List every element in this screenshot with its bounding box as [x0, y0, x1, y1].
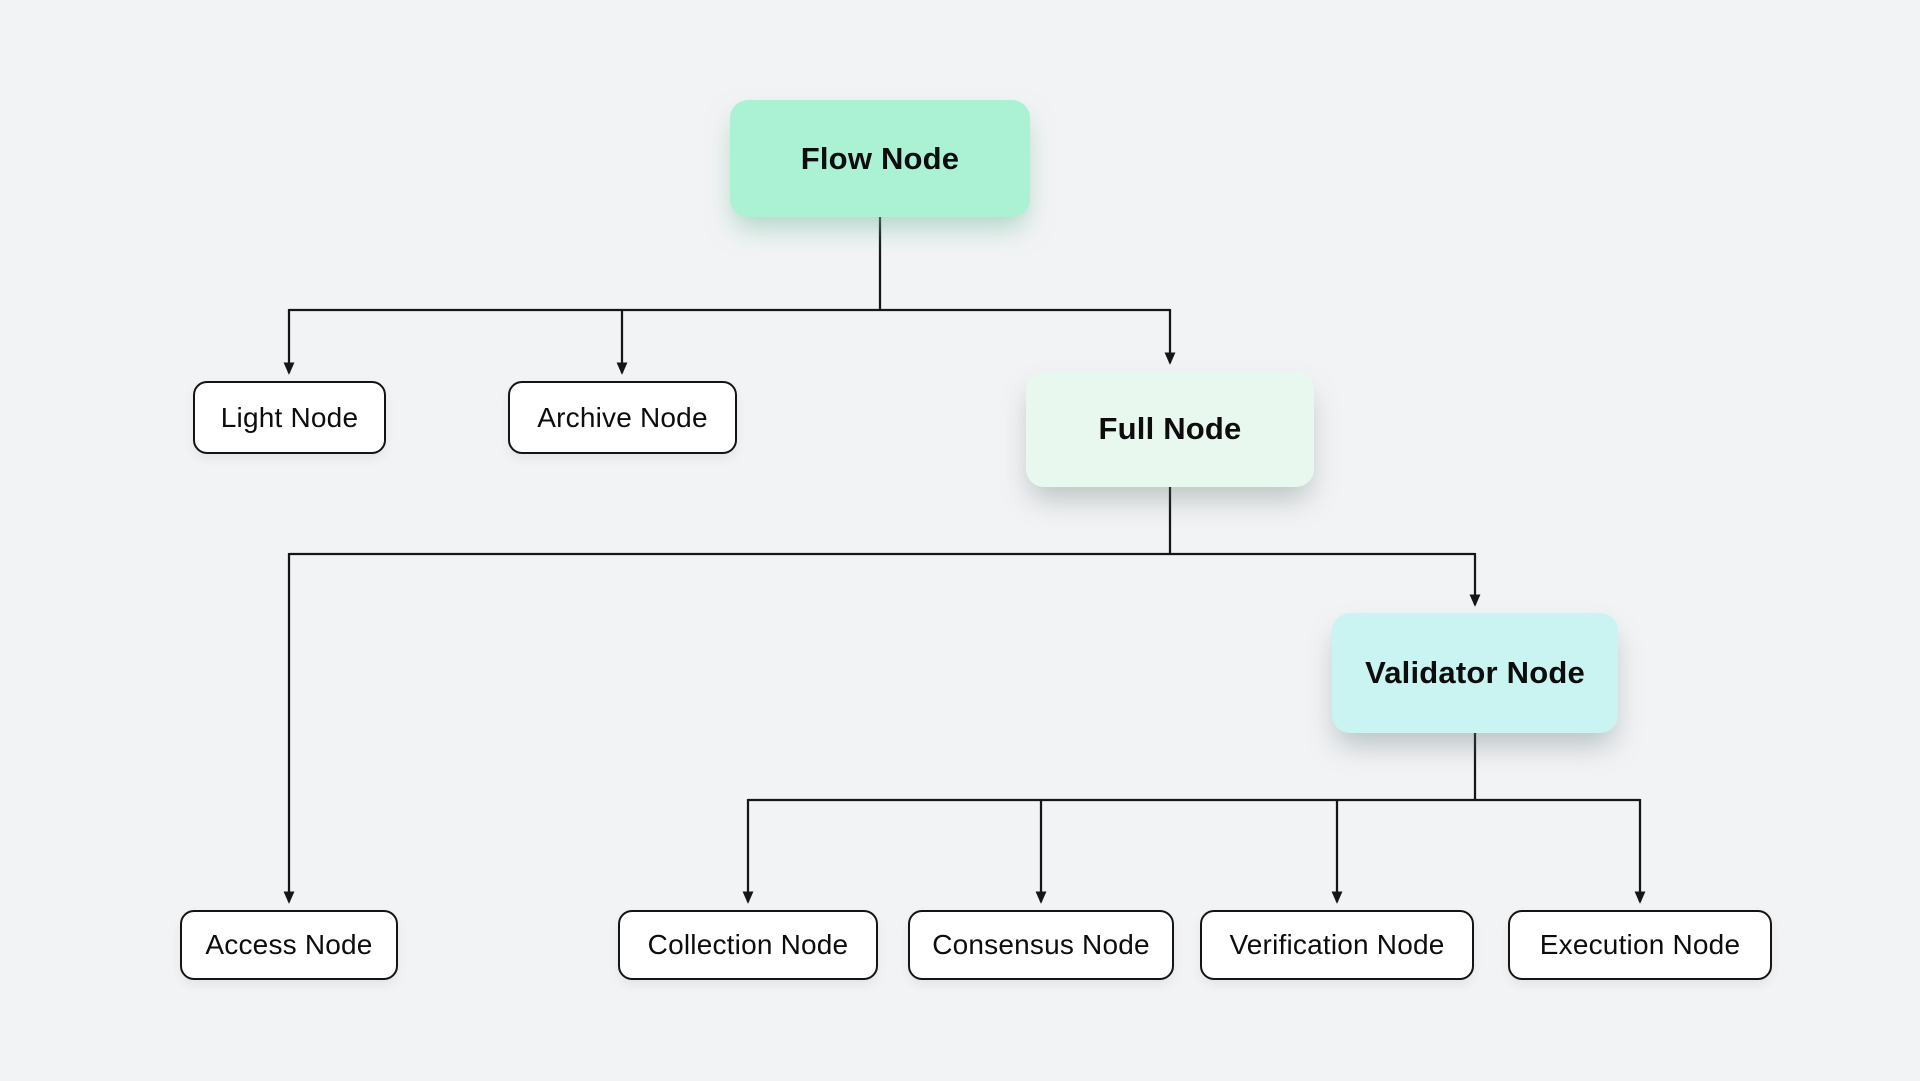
- node-access: Access Node: [180, 910, 398, 980]
- node-validator: Validator Node: [1332, 613, 1618, 733]
- node-execution: Execution Node: [1508, 910, 1772, 980]
- node-collection-label: Collection Node: [647, 929, 849, 960]
- node-light: Light Node: [193, 381, 386, 454]
- node-flow-label: Flow Node: [800, 140, 960, 176]
- node-archive-label: Archive Node: [537, 401, 708, 433]
- node-validator-label: Validator Node: [1365, 655, 1585, 690]
- node-consensus-label: Consensus Node: [932, 929, 1150, 960]
- node-light-label: Light Node: [220, 401, 359, 433]
- node-verification-label: Verification Node: [1229, 929, 1445, 960]
- node-flow: Flow Node: [730, 100, 1030, 217]
- node-consensus: Consensus Node: [908, 910, 1174, 980]
- node-verification: Verification Node: [1200, 910, 1474, 980]
- node-collection: Collection Node: [618, 910, 878, 980]
- node-execution-label: Execution Node: [1539, 929, 1741, 960]
- node-archive: Archive Node: [508, 381, 737, 454]
- node-full: Full Node: [1026, 371, 1314, 487]
- node-full-label: Full Node: [1098, 411, 1242, 446]
- node-access-label: Access Node: [205, 929, 373, 960]
